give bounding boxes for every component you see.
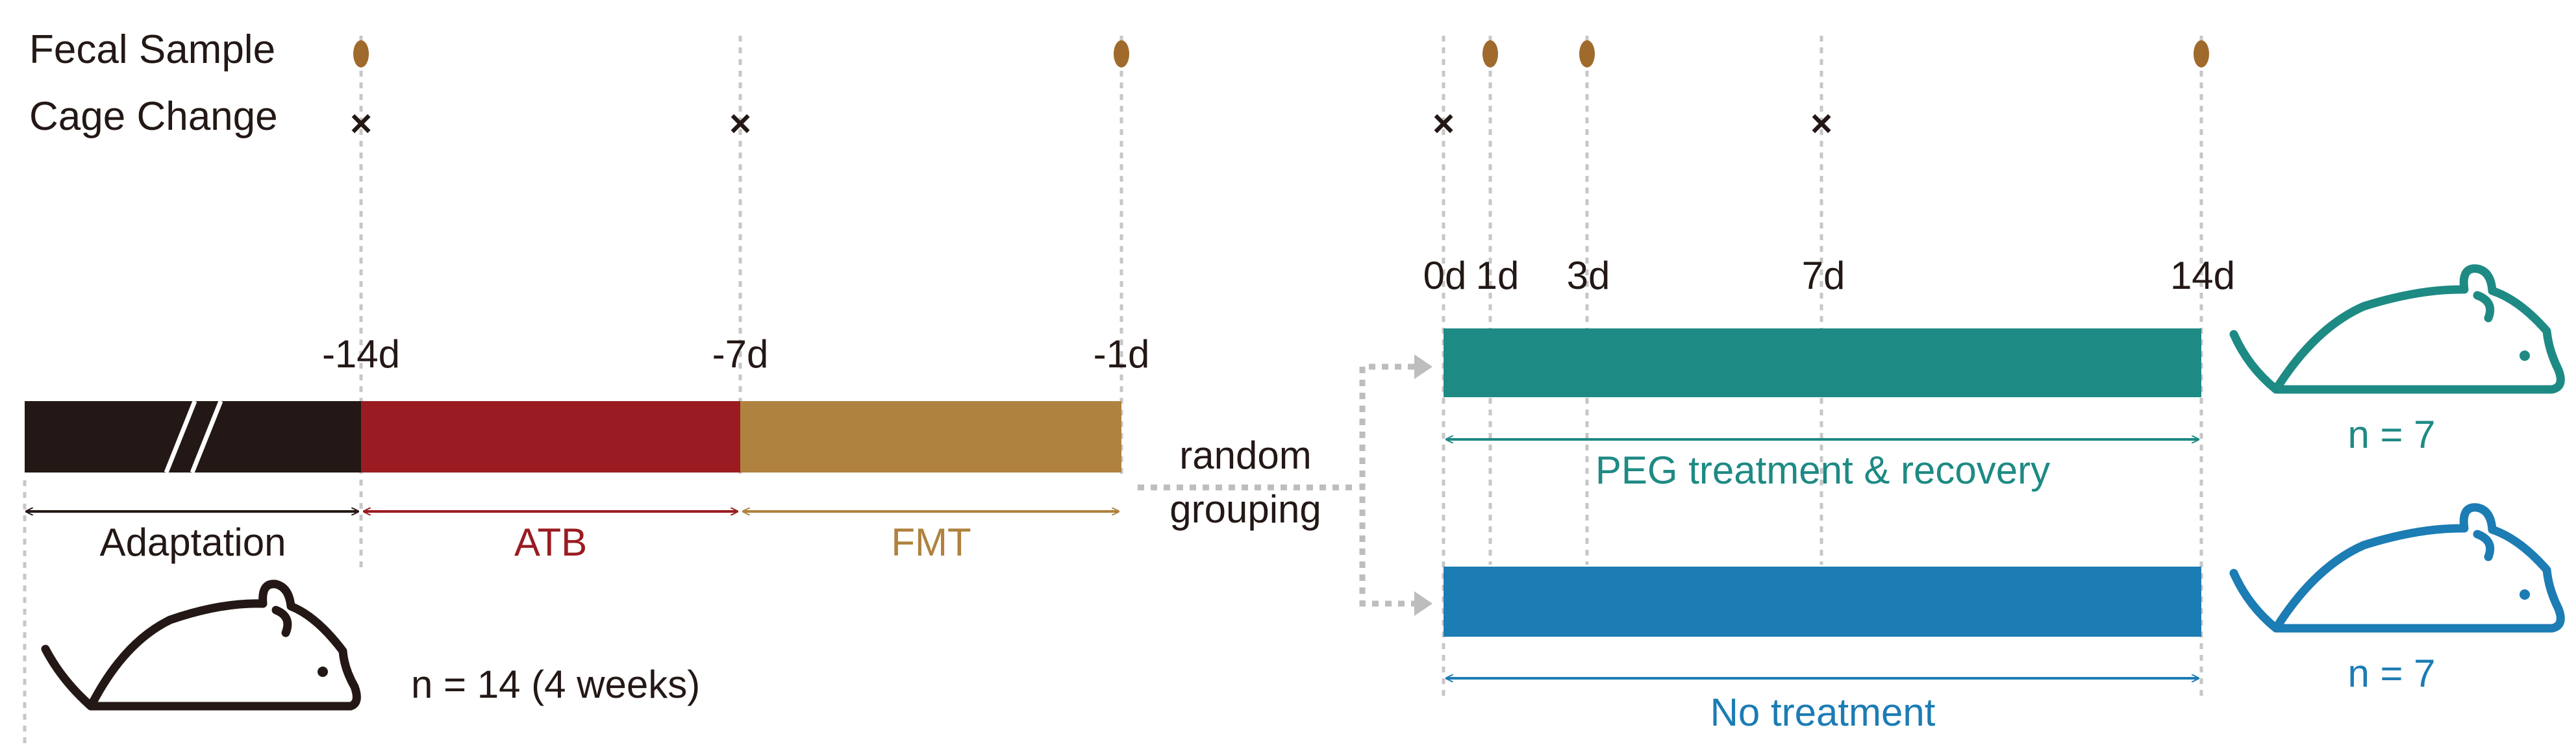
group-count-peg: n = 7 bbox=[2347, 413, 2435, 456]
grouping-arrowhead-top bbox=[1414, 354, 1432, 379]
atb-bar bbox=[361, 401, 740, 473]
mouse-icon-no-treatment bbox=[2229, 503, 2565, 633]
peg-treatment-bar bbox=[1444, 328, 2201, 397]
tick-label-minus1d: -1d bbox=[1094, 332, 1150, 376]
mouse-count-total: n = 14 (4 weeks) bbox=[411, 663, 700, 706]
fecal-sample-icon bbox=[353, 40, 369, 68]
grouping-label-line2: grouping bbox=[1169, 487, 1321, 531]
phase-label-atb: ATB bbox=[514, 521, 587, 564]
tick-label-minus14d: -14d bbox=[322, 332, 400, 376]
fecal-sample-icon bbox=[1579, 40, 1595, 68]
axis-break-mark bbox=[164, 400, 197, 474]
grouping-connector bbox=[1138, 363, 1414, 607]
cage-change-markers: × × × × bbox=[350, 103, 1832, 145]
tick-label-14d: 14d bbox=[2170, 254, 2235, 297]
cage-change-icon: × bbox=[729, 103, 751, 145]
tick-label-7d: 7d bbox=[1802, 254, 1845, 297]
grouping-arrowhead-bottom bbox=[1414, 591, 1432, 616]
axis-break-mark bbox=[190, 400, 223, 474]
group-count-no-treatment: n = 7 bbox=[2347, 652, 2435, 695]
mouse-eye bbox=[2520, 589, 2530, 600]
group-label-no-treatment: No treatment bbox=[1710, 691, 1936, 734]
adaptation-bar bbox=[25, 401, 361, 473]
tick-label-0d: 0d bbox=[1423, 254, 1467, 297]
cage-change-icon: × bbox=[1810, 103, 1832, 145]
phase-label-adaptation: Adaptation bbox=[100, 521, 286, 564]
tick-label-1d: 1d bbox=[1476, 254, 1519, 297]
no-treatment-bar bbox=[1444, 567, 2201, 637]
mouse-eye bbox=[2520, 350, 2530, 361]
mouse-eye bbox=[318, 667, 328, 677]
group-label-peg: PEG treatment & recovery bbox=[1595, 448, 2050, 492]
grouping-label-line1: random bbox=[1179, 434, 1311, 477]
fecal-sample-icon bbox=[1114, 40, 1129, 68]
tick-label-3d: 3d bbox=[1567, 254, 1610, 297]
cage-change-icon: × bbox=[1432, 103, 1455, 145]
fecal-sample-icon bbox=[2194, 40, 2209, 68]
fmt-bar bbox=[740, 401, 1121, 473]
phase-label-fmt: FMT bbox=[891, 521, 971, 564]
fecal-sample-markers bbox=[353, 40, 2209, 68]
pre-period-bar bbox=[25, 400, 1121, 474]
fecal-sample-icon bbox=[1482, 40, 1498, 68]
mouse-icon bbox=[41, 580, 361, 711]
legend-fecal-sample-label: Fecal Sample bbox=[29, 27, 275, 72]
mouse-icon-peg bbox=[2229, 264, 2565, 394]
legend-cage-change-label: Cage Change bbox=[29, 94, 278, 139]
tick-label-minus7d: -7d bbox=[712, 332, 769, 376]
cage-change-icon: × bbox=[350, 103, 372, 145]
